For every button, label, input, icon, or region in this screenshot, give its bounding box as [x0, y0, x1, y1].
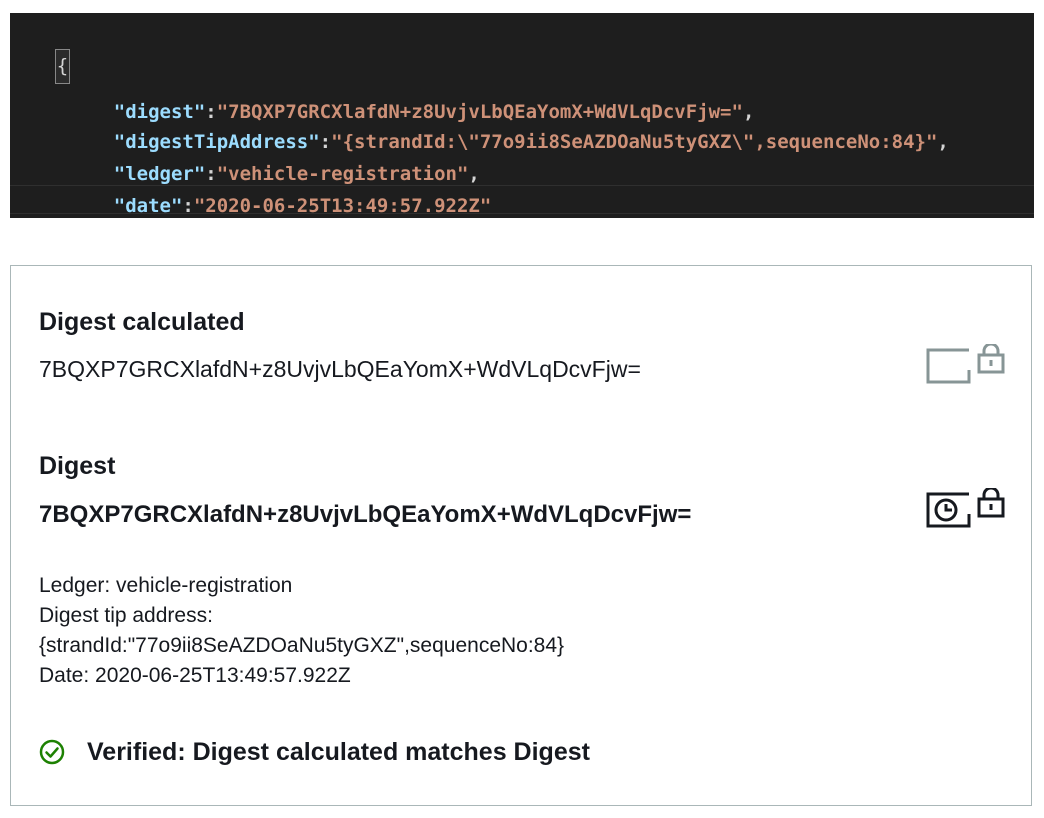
json-string-value: "{strandId:\"77o9ii8SeAZDOaNu5tyGXZ\",se…: [331, 131, 938, 153]
clock-lock-icon: [926, 488, 1005, 528]
digest-verification-card: Digest calculated 7BQXP7GRCXlafdN+z8Uvjv…: [10, 265, 1032, 806]
current-line-highlight: [10, 185, 1034, 214]
check-circle-icon: [39, 739, 65, 765]
verification-status: Verified: Digest calculated matches Dige…: [39, 734, 590, 770]
digest-calculated-value: 7BQXP7GRCXlafdN+z8UvjvLbQEaYomX+WdVLqDcv…: [39, 356, 641, 382]
code-line-date: "date":"2020-06-25T13:49:57.922Z": [68, 157, 492, 217]
code-line-digest-tip-address: "digestTipAddress":"{strandId:\"77o9ii8S…: [68, 93, 949, 153]
json-key: "date": [113, 195, 183, 217]
document-lock-icon: [926, 344, 1005, 384]
json-string-value: "7BQXP7GRCXlafdN+z8UvjvLbQEaYomX+WdVLqDc…: [216, 101, 743, 123]
json-key: "ledger": [113, 163, 206, 185]
code-line-ledger: "ledger":"vehicle-registration",: [68, 125, 480, 185]
json-string-value: "2020-06-25T13:49:57.922Z": [193, 195, 492, 217]
json-string-value: "vehicle-registration": [216, 163, 469, 185]
code-line-close: }: [10, 187, 69, 218]
digest-tip-address-label: Digest tip address:: [39, 604, 213, 627]
json-colon: :: [205, 163, 217, 185]
code-line-digest: "digest":"7BQXP7GRCXlafdN+z8UvjvLbQEaYom…: [68, 63, 755, 123]
json-colon: :: [205, 101, 217, 123]
json-colon: :: [182, 195, 194, 217]
json-comma: ,: [468, 163, 480, 185]
verified-message: Verified: Digest calculated matches Dige…: [87, 737, 590, 766]
code-line-open: {: [10, 17, 71, 84]
json-key: "digestTipAddress": [113, 131, 320, 153]
digest-calculated-heading: Digest calculated: [39, 308, 245, 336]
open-brace: {: [54, 49, 71, 84]
digest-heading: Digest: [39, 452, 116, 480]
json-comma: ,: [742, 101, 755, 123]
date-line: Date: 2020-06-25T13:49:57.922Z: [39, 664, 351, 687]
json-code-editor[interactable]: { "digest":"7BQXP7GRCXlafdN+z8UvjvLbQEaY…: [10, 13, 1034, 218]
ledger-line: Ledger: vehicle-registration: [39, 574, 293, 597]
digest-value: 7BQXP7GRCXlafdN+z8UvjvLbQEaYomX+WdVLqDcv…: [39, 501, 692, 528]
json-comma: ,: [937, 131, 949, 153]
digest-tip-address-value: {strandId:"77o9ii8SeAZDOaNu5tyGXZ",seque…: [39, 634, 565, 657]
json-key: "digest": [113, 101, 206, 123]
json-colon: :: [319, 131, 332, 153]
